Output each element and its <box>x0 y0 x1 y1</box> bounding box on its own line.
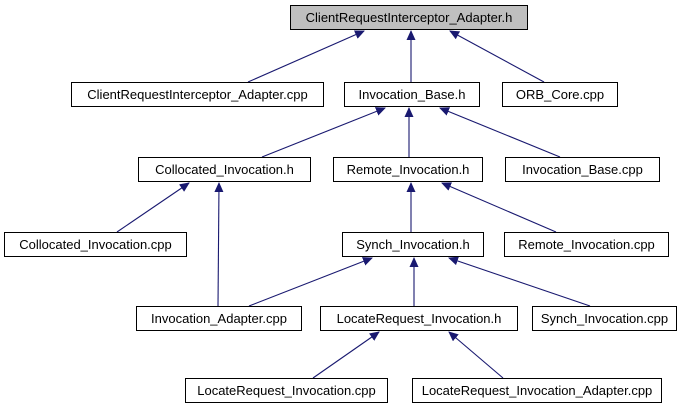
edge-13-arrow: LocateRequest_Invocation.cpp → LocateReq… <box>312 331 380 379</box>
node-synch-invocation-h[interactable]: Synch_Invocation.h <box>342 232 484 257</box>
node-collocated-invocation-h[interactable]: Collocated_Invocation.h <box>138 157 311 182</box>
node-locaterequest-invocation-h[interactable]: LocateRequest_Invocation.h <box>320 306 518 331</box>
node-collocated-invocation-cpp[interactable]: Collocated_Invocation.cpp <box>4 232 187 257</box>
node-remote-invocation-cpp[interactable]: Remote_Invocation.cpp <box>504 232 669 257</box>
edge-6-arrow: Collocated_Invocation.cpp → Collocated_I… <box>116 182 190 233</box>
edge-0-arrow: ClientRequestInterceptor_Adapter.cpp → C… <box>247 30 365 83</box>
edge-3-arrow: Collocated_Invocation.h → Invocation_Bas… <box>261 107 386 158</box>
edge-5-arrow: Invocation_Base.cpp → Invocation_Base.h <box>439 107 561 158</box>
node-invocation-base-cpp[interactable]: Invocation_Base.cpp <box>505 157 660 182</box>
node-locaterequest-invocation-cpp[interactable]: LocateRequest_Invocation.cpp <box>185 378 388 403</box>
node-locaterequest-invocation-adapter-cpp[interactable]: LocateRequest_Invocation_Adapter.cpp <box>412 378 662 403</box>
node-orb-core-cpp[interactable]: ORB_Core.cpp <box>502 82 618 107</box>
node-remote-invocation-h[interactable]: Remote_Invocation.h <box>333 157 483 182</box>
edge-12-arrow: Synch_Invocation.cpp → Synch_Invocation.… <box>448 256 591 307</box>
node-invocation-base-h[interactable]: Invocation_Base.h <box>344 82 480 107</box>
node-synch-invocation-cpp[interactable]: Synch_Invocation.cpp <box>532 306 677 331</box>
node-client-request-interceptor-adapter-h: ClientRequestInterceptor_Adapter.h <box>290 5 528 30</box>
edge-2-arrow: ORB_Core.cpp → ClientRequestInterceptor_… <box>449 30 545 83</box>
node-invocation-adapter-cpp[interactable]: Invocation_Adapter.cpp <box>136 306 302 331</box>
node-client-request-interceptor-adapter-cpp[interactable]: ClientRequestInterceptor_Adapter.cpp <box>71 82 324 107</box>
edge-9-arrow: Remote_Invocation.cpp → Remote_Invocatio… <box>441 182 557 233</box>
edge-14-arrow: LocateRequest_Invocation_Adapter.cpp → L… <box>448 331 504 379</box>
edge-7-arrow: Invocation_Adapter.cpp → Collocated_Invo… <box>214 182 224 307</box>
edge-10-arrow: Invocation_Adapter.cpp → Synch_Invocatio… <box>248 257 373 307</box>
